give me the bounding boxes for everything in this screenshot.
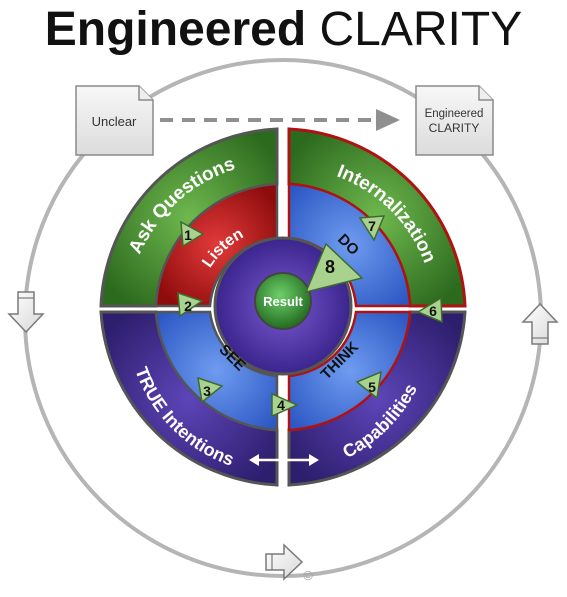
svg-text:1: 1	[184, 227, 192, 243]
svg-text:6: 6	[429, 303, 437, 319]
right-arrow-icon	[265, 543, 304, 581]
transition-arrow	[160, 109, 400, 131]
inner-see	[154, 310, 279, 432]
svg-text:4: 4	[277, 397, 285, 413]
document-unclear: Unclear	[75, 85, 154, 156]
step-5: 5	[355, 370, 382, 400]
inner-think	[287, 310, 412, 432]
inner-listen	[154, 182, 279, 308]
title-bold: Engineered	[44, 3, 307, 56]
page-title: Engineered CLARITY	[0, 0, 567, 64]
document-clarity-line1: Engineered	[425, 108, 484, 120]
step-4: 4	[271, 392, 299, 418]
document-clarity: Engineered CLARITY	[415, 85, 494, 156]
double-arrow-icon	[249, 454, 319, 466]
step-6: 6	[416, 296, 443, 324]
document-unclear-label: Unclear	[92, 114, 137, 129]
step-2: 2	[177, 291, 204, 318]
step-1: 1	[180, 220, 205, 248]
svg-text:5: 5	[368, 379, 376, 395]
result-label: Result	[263, 294, 303, 309]
down-arrow-icon	[7, 291, 45, 334]
svg-text:7: 7	[368, 218, 376, 234]
copyright-mark: ©	[303, 568, 313, 583]
step-3: 3	[197, 376, 224, 404]
step-7: 7	[358, 215, 386, 242]
svg-text:2: 2	[184, 298, 192, 314]
up-arrow-icon	[521, 302, 559, 345]
svg-text:8: 8	[325, 257, 335, 277]
svg-text:3: 3	[203, 383, 211, 399]
result-circle	[254, 272, 312, 330]
step-8: 8	[304, 242, 364, 294]
document-clarity-line2: CLARITY	[429, 121, 480, 135]
title-light: CLARITY	[319, 3, 523, 56]
